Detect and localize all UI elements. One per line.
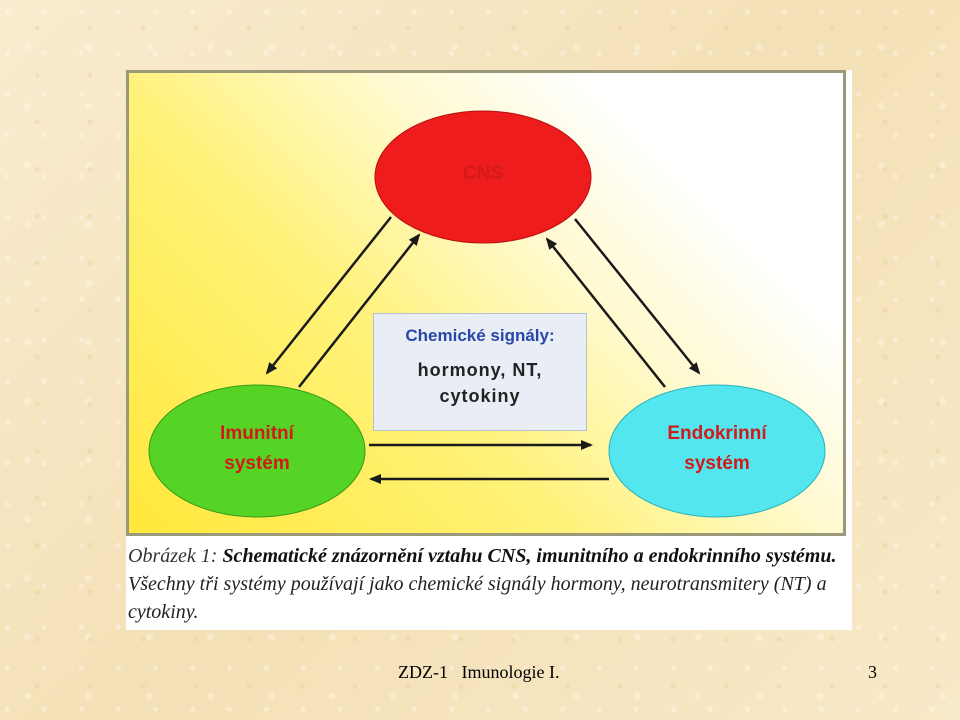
diagram-graphics xyxy=(148,110,826,518)
chemical-signals-title: Chemické signály: xyxy=(405,326,555,345)
endocrine-node xyxy=(608,384,826,518)
chemical-signals-box: Chemické signály: hormony, NT, cytokiny xyxy=(373,313,587,431)
caption-label: Obrázek 1: xyxy=(128,545,218,567)
endocrine-label: Endokrinní systém xyxy=(629,419,805,479)
caption-text: Všechny tři systémy používají jako chemi… xyxy=(128,573,827,623)
immune-label-line1: Imunitní xyxy=(220,423,294,444)
immune-node xyxy=(148,384,366,518)
arrow-cns-to-endocrine xyxy=(574,218,701,375)
immune-label-line2: systém xyxy=(224,453,290,474)
arrow-endocrine-to-cns xyxy=(545,237,666,388)
immune-label: Imunitní systém xyxy=(177,419,337,479)
figure-caption: Obrázek 1: Schematické znázornění vztahu… xyxy=(128,542,848,626)
arrow-cns-to-immune xyxy=(265,216,392,375)
chemical-signals-line2: cytokiny xyxy=(439,386,521,406)
caption-bold-text: Schematické znázornění vztahu CNS, imuni… xyxy=(222,545,837,567)
diagram-panel: CNS Imunitní systém Endokrinní systém Ch… xyxy=(126,70,846,536)
arrow-immune-to-cns xyxy=(298,233,421,388)
footer-title: ZDZ-1 Imunologie I. xyxy=(398,662,560,682)
chemical-signals-line1: hormony, NT, xyxy=(417,360,543,380)
endocrine-label-line1: Endokrinní xyxy=(667,423,767,444)
slide-figure: CNS Imunitní systém Endokrinní systém Ch… xyxy=(126,70,852,630)
cns-node xyxy=(374,110,592,244)
page-number: 3 xyxy=(868,662,877,682)
cns-label: CNS xyxy=(462,163,504,184)
endocrine-label-line2: systém xyxy=(684,453,750,474)
